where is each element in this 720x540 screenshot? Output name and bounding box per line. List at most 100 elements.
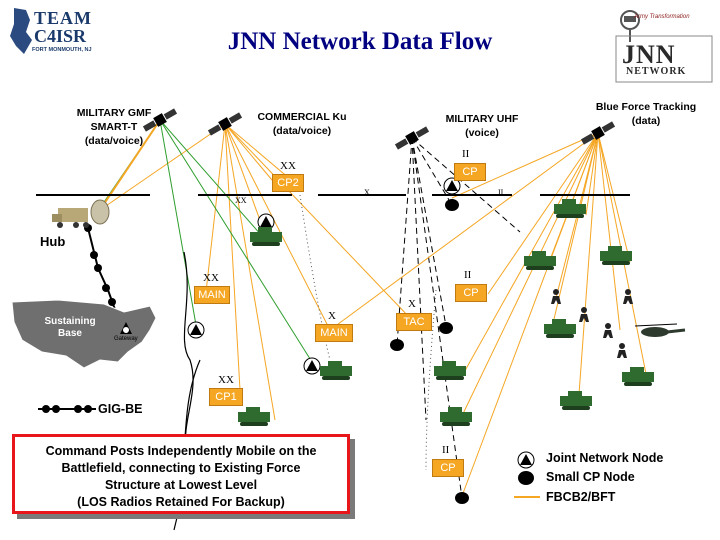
military-vehicle-icon — [544, 319, 576, 338]
jnn-satellite-emblem-icon — [615, 10, 713, 83]
main-bde-echelon: X — [328, 310, 336, 322]
military-vehicle-icon — [600, 246, 632, 265]
team-c4isr-logo: TEAM C4ISR FORT MONMOUTH, NJ — [6, 6, 98, 58]
uhf-satellite-icon — [394, 126, 430, 150]
joint-network-node-icon — [303, 357, 321, 375]
gig-be-label: GIG-BE — [98, 402, 143, 416]
soldier-icon — [603, 323, 613, 338]
gateway-icon — [120, 322, 132, 334]
gmf-label-line3: (data/voice) — [84, 135, 144, 147]
boundary-mark-x: X — [364, 188, 370, 197]
uhf-link — [396, 137, 413, 346]
sustaining-base-map — [11, 299, 157, 369]
bft-label-line1: Blue Force Tracking — [595, 101, 697, 113]
gateway-label: Gateway — [114, 336, 138, 342]
soldier-icon — [551, 289, 561, 304]
military-vehicle-icon — [238, 407, 270, 426]
ku-link — [224, 123, 411, 319]
gmf-label-line1: MILITARY GMF — [76, 107, 152, 119]
cp1-command-post: CP1 — [209, 388, 243, 406]
jnn-network-logo: Army Transformation JNN NETWORK — [612, 6, 716, 86]
legend-small-cp-label: Small CP Node — [546, 470, 635, 484]
gmf-satellite-icon — [142, 108, 178, 132]
ku-link — [224, 123, 241, 391]
bft-link — [461, 132, 599, 497]
sustaining-base-line1: Sustaining — [44, 316, 96, 327]
callout-line3: Structure at Lowest Level — [104, 478, 258, 492]
ku-link — [224, 123, 273, 181]
hub-label: Hub — [40, 234, 66, 249]
bft-satellite-label: Blue Force Tracking (data) — [578, 100, 714, 128]
legend-symbols — [514, 451, 540, 498]
boundary-mark-xx: XX — [235, 196, 247, 205]
gmf-link — [159, 119, 313, 363]
joint-network-node-icon — [257, 213, 275, 231]
bft-link — [451, 132, 599, 199]
soldier-icon — [623, 289, 633, 304]
cp-bn-mid-echelon: II — [464, 269, 472, 281]
hub-truck-icon — [52, 199, 110, 228]
joint-network-node-icon — [187, 321, 205, 339]
tac-echelon: X — [408, 298, 416, 310]
cp1-echelon: XX — [218, 374, 234, 386]
small-cp-node-icon — [445, 199, 459, 211]
logo-team-text: TEAM — [34, 8, 92, 28]
cp-bn-bottom-command-post: CP — [432, 459, 464, 477]
bft-link — [329, 132, 599, 331]
gmf-link — [159, 119, 197, 326]
ku-link — [224, 123, 266, 235]
page-title: JNN Network Data Flow — [227, 28, 493, 55]
callout-line1: Command Posts Independently Mobile on th… — [45, 444, 317, 458]
military-vehicle-icon — [554, 199, 586, 218]
uhf-label-line1: MILITARY UHF — [445, 113, 519, 125]
small-cp-node-icon — [439, 322, 453, 334]
bft-link — [597, 132, 631, 263]
bft-link — [487, 132, 599, 295]
uhf-link — [411, 137, 521, 233]
jnn-logo-text: JNN — [622, 40, 676, 69]
bft-link — [577, 132, 599, 409]
dotted-route — [299, 194, 437, 471]
military-vehicle-icon — [320, 361, 352, 380]
cp-bn-bottom-echelon: II — [442, 444, 450, 456]
military-vehicle-icon — [250, 227, 282, 246]
gmf-link — [159, 119, 263, 237]
cp2-command-post: CP2 — [272, 174, 304, 192]
uhf-link — [411, 137, 463, 499]
boundary-mark-ii: II — [498, 188, 504, 197]
logo-c4isr-text: C4ISR — [34, 26, 87, 46]
military-vehicle-icon — [440, 407, 472, 426]
gig-be-links — [38, 224, 119, 413]
cp-bn-mid-command-post: CP — [455, 284, 487, 302]
jnn-tagline-text: Army Transformation — [634, 14, 690, 20]
main-div-echelon: XX — [203, 272, 219, 284]
bft-link — [461, 132, 599, 377]
small-cp-node-icon — [455, 492, 469, 504]
bft-link — [597, 132, 621, 331]
gmf-satellite-label: MILITARY GMF SMART-T (data/voice) — [64, 106, 164, 148]
cp-bn-top-command-post: CP — [454, 163, 486, 181]
bft-label-line2: (data) — [631, 115, 661, 127]
bft-link — [459, 132, 599, 421]
callout-line4: (LOS Radios Retained For Backup) — [77, 495, 285, 509]
legend-jnn-label: Joint Network Node — [546, 451, 664, 465]
military-vehicle-icon — [622, 367, 654, 386]
ku-satellite-label: COMMERCIAL Ku (data/voice) — [244, 110, 360, 138]
helicopter-icon — [634, 323, 686, 337]
ku-label-line1: COMMERCIAL Ku — [257, 111, 347, 123]
uhf-link — [411, 137, 447, 327]
uhf-link — [411, 137, 427, 421]
ku-link — [224, 123, 276, 421]
sustaining-base-line2: Base — [58, 328, 82, 339]
uhf-label-line2: (voice) — [465, 127, 499, 139]
callout-line2: Battlefield, connecting to Existing Forc… — [61, 461, 301, 475]
soldier-icon — [579, 307, 589, 322]
military-vehicle-icon — [524, 251, 556, 270]
new-jersey-map-icon — [10, 8, 32, 54]
uhf-link — [411, 137, 453, 206]
gmf-label-line2: SMART-T — [90, 121, 138, 133]
bft-satellite-icon — [580, 121, 616, 145]
legend-fbcb2-label: FBCB2/BFT — [546, 490, 616, 504]
ku-link — [224, 123, 331, 331]
small-cp-node-icon — [390, 339, 404, 351]
